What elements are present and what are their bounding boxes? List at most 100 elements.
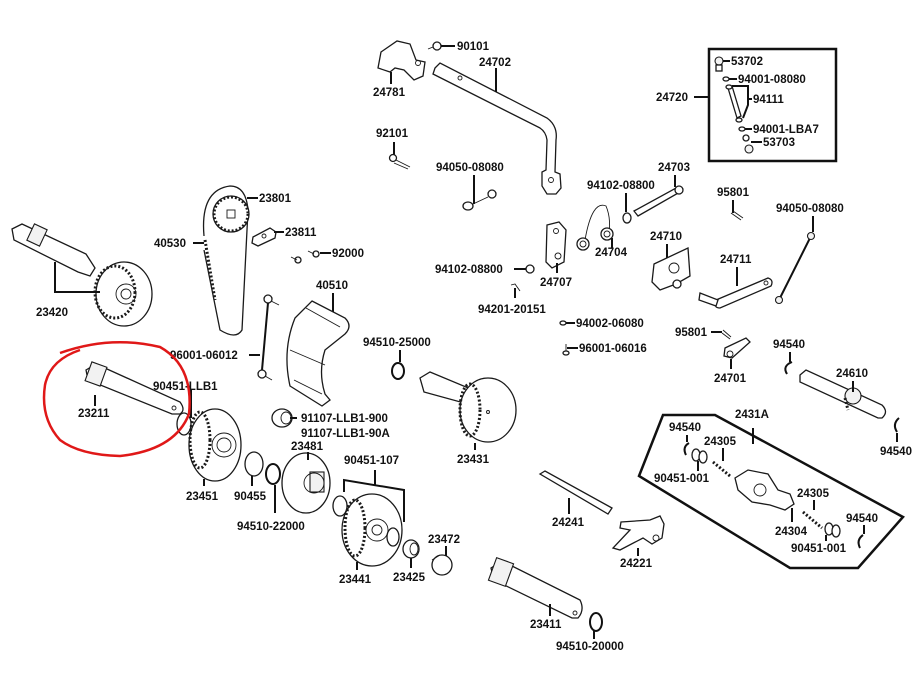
label-90101: 90101 [457,41,490,53]
label-94510-25000: 94510-25000 [363,337,431,349]
leader-23420 [54,262,100,293]
group-outline-2431a [637,413,905,570]
label-24305-a: 24305 [704,436,737,448]
part-94001-lba7-nut [738,126,746,132]
part-94540-clip-a [784,361,793,375]
label-94050-08080-b: 94050-08080 [776,203,844,215]
part-24711-arm [698,277,773,309]
label-94540-b: 94540 [669,422,701,434]
label-94540-c: 94540 [880,446,912,458]
part-23441-starter-gear [341,493,403,567]
part-23472-bushing [431,554,453,576]
label-24710: 24710 [650,231,682,243]
label-94001-08080: 94001-08080 [738,74,806,86]
label-24701: 24701 [714,373,747,385]
label-53702: 53702 [731,56,763,68]
part-24305-spring-b [802,510,823,530]
label-90451-001-a: 90451-001 [654,473,710,485]
label-96001-06016: 96001-06016 [579,343,647,355]
part-24610-kick-shaft [799,369,887,419]
group-box-24720 [707,47,838,163]
part-washer-90451-107-b [386,527,400,547]
label-96001-06012: 96001-06012 [170,350,238,362]
label-92101: 92101 [376,128,409,140]
part-94510-25000-circlip [391,362,405,380]
label-91107-llb1-90a: 91107-LLB1-90A [301,428,390,440]
part-24305-spring-a [712,460,731,478]
part-24221-fork [611,515,665,551]
label-90451-llb1: 90451-LLB1 [153,381,218,393]
part-24704-spring [576,204,614,251]
part-40510-brake-shoe [286,300,350,407]
part-23481-one-way-clutch [281,452,331,514]
label-94002-06080: 94002-06080 [576,318,644,330]
part-24702-lever [432,62,562,195]
part-94102-08800-washer-b [525,264,535,274]
part-24703-pin [633,185,684,217]
label-94201-20151: 94201-20151 [478,304,546,316]
part-24304-selector [734,469,795,511]
part-24781-bracket [377,40,426,81]
label-24707: 24707 [540,277,572,289]
label-95801-a: 95801 [717,187,750,199]
label-23472: 23472 [428,534,460,546]
part-90101-screw [427,41,442,51]
part-94510-22000-circlip [265,463,281,485]
part-23420-shaft-gear [11,223,153,327]
part-23211-shaft [84,361,184,415]
highlight-circle-23211 [42,340,191,458]
label-40510: 40510 [316,280,348,292]
label-24781: 24781 [373,87,406,99]
label-23425: 23425 [393,572,426,584]
part-94001-08080-nut [722,76,730,82]
leader-94111 [732,85,749,119]
part-24701-stopper [723,337,751,359]
part-90451-001-washers-a [691,448,708,464]
part-24241-rod [538,470,613,515]
label-23481: 23481 [291,441,324,453]
label-53703: 53703 [763,137,795,149]
label-23420: 23420 [36,307,68,319]
part-23425-bushing [402,539,420,559]
label-90451-001-b: 90451-001 [791,543,847,555]
label-24305-b: 24305 [797,488,830,500]
part-24710-cover [651,247,691,291]
label-94050-08080-a: 94050-08080 [436,162,504,174]
label-24241: 24241 [552,517,585,529]
label-90451-107: 90451-107 [344,455,399,467]
part-94201-20151-cotter [510,283,521,292]
part-92000-bolts [290,250,320,264]
label-24221: 24221 [620,558,653,570]
part-94540-clip-c [893,417,900,433]
label-23211: 23211 [78,408,110,420]
label-95801-b: 95801 [675,327,708,339]
part-95801-bolt-b [721,329,732,340]
part-rod-94050-08080 [774,231,816,305]
part-23801-sprocket [212,195,250,233]
part-90451-001-washers-b [824,522,841,538]
label-2431a: 2431A [735,409,769,421]
part-91107-bushing [271,408,293,428]
part-24707-arm [545,221,567,269]
label-23451: 23451 [186,491,219,503]
label-92000: 92000 [332,248,364,260]
part-96001-06016-screw [562,344,570,356]
part-94540-clip-b [683,442,690,456]
part-94102-08800-washer-a [622,212,632,224]
label-94510-20000: 94510-20000 [556,641,624,653]
part-94002-06080-washer [559,320,567,326]
label-23811: 23811 [285,227,317,239]
label-94001-lba7: 94001-LBA7 [753,124,819,136]
part-95801-bolt-a [730,210,744,221]
label-24702: 24702 [479,57,511,69]
label-24304: 24304 [775,526,808,538]
label-24610: 24610 [836,368,868,380]
label-24720: 24720 [656,92,688,104]
part-96001-06012-screws [257,294,280,381]
part-washer-90451-107-a [332,495,348,517]
part-94510-20000-circlip [589,612,603,632]
label-94540-d: 94540 [846,513,878,525]
label-90455: 90455 [234,491,267,503]
part-92101-bolt [388,153,411,170]
